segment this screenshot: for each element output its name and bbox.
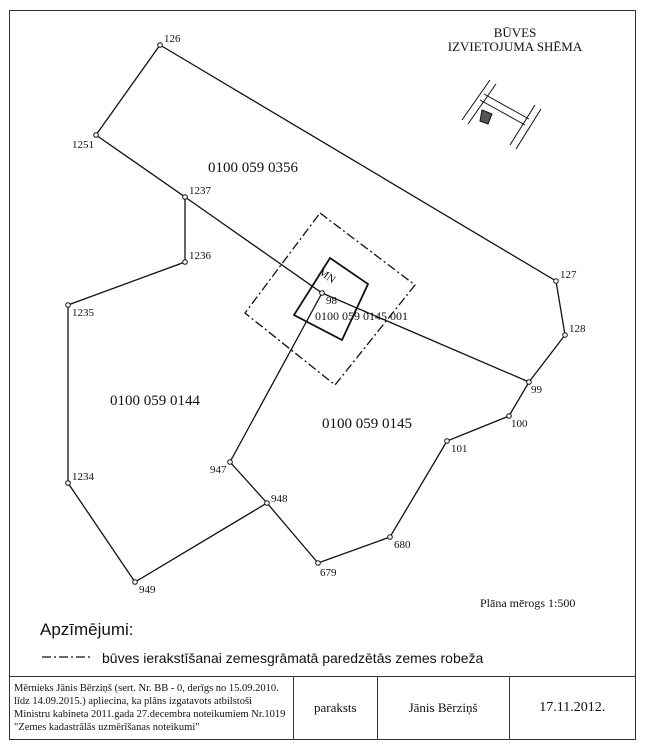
parcel-label: 0100 059 0144 [110, 393, 200, 409]
boundary-point-marker [319, 290, 325, 296]
boundary-point-marker [264, 500, 270, 506]
legend-dashdot-text: būves ierakstīšanai zemesgrāmatā paredzē… [102, 650, 484, 666]
boundary-point-marker [526, 379, 532, 385]
point-label: 98 [326, 295, 337, 307]
parcel-label: 0100 059 0145 [322, 416, 412, 432]
drawing-frame [9, 10, 636, 676]
point-label: 1236 [189, 250, 211, 262]
surveyor-certification: Mērnieks Jānis Bērziņš (sert. Nr. BB - 0… [9, 676, 294, 740]
plan-title: BŪVES IZVIETOJUMA SHĒMA [440, 26, 590, 54]
footer-table: Mērnieks Jānis Bērziņš (sert. Nr. BB - 0… [9, 676, 637, 740]
point-label: 1237 [189, 185, 211, 197]
internal-boundary [229, 292, 323, 504]
building-label: 0100 059 0145 001 [315, 309, 408, 323]
point-label: 1251 [72, 139, 94, 151]
point-label: 947 [210, 464, 227, 476]
point-label: 127 [560, 269, 577, 281]
boundary-point-marker [444, 438, 450, 444]
point-label: 949 [139, 584, 156, 596]
internal-boundary [184, 196, 530, 383]
point-label: 1235 [72, 307, 94, 319]
dashdot-boundary [244, 212, 416, 386]
point-label: 948 [271, 493, 288, 505]
boundary-point-marker [132, 579, 138, 585]
parcel-label: 0100 059 0356 [208, 160, 298, 176]
boundary-point-marker [315, 560, 321, 566]
boundary-point-marker [387, 534, 393, 540]
point-label: 100 [511, 418, 528, 430]
date: 17.11.2012. [508, 676, 637, 740]
boundary-point-marker [182, 194, 188, 200]
point-label: 679 [320, 567, 337, 579]
point-label: 128 [569, 323, 586, 335]
title-line-2: IZVIETOJUMA SHĒMA [447, 39, 583, 54]
scale-label: Plāna mērogs 1:500 [480, 596, 576, 610]
point-label: 99 [531, 384, 542, 396]
location-inset [461, 79, 542, 150]
boundary-point-marker [506, 413, 512, 419]
boundary-point-marker [65, 480, 71, 486]
boundary-point-marker [562, 332, 568, 338]
boundary-point-marker [65, 302, 71, 308]
parcel-boundary [67, 44, 566, 583]
point-label: 1234 [72, 471, 94, 483]
legend-heading: Apzīmējumi: [40, 620, 134, 639]
boundary-point-marker [182, 259, 188, 265]
boundary-point-marker [553, 278, 559, 284]
point-label: 126 [164, 33, 181, 45]
building-outline [292, 256, 370, 342]
title-line-1: BŪVES [493, 25, 537, 40]
point-label: 680 [394, 539, 411, 551]
boundary-point-marker [157, 42, 163, 48]
boundary-point-marker [93, 132, 99, 138]
signature-cell: paraksts [293, 676, 378, 740]
boundary-point-marker [227, 459, 233, 465]
surveyor-name: Jānis Bērziņš [376, 676, 510, 740]
point-label: 101 [451, 443, 468, 455]
